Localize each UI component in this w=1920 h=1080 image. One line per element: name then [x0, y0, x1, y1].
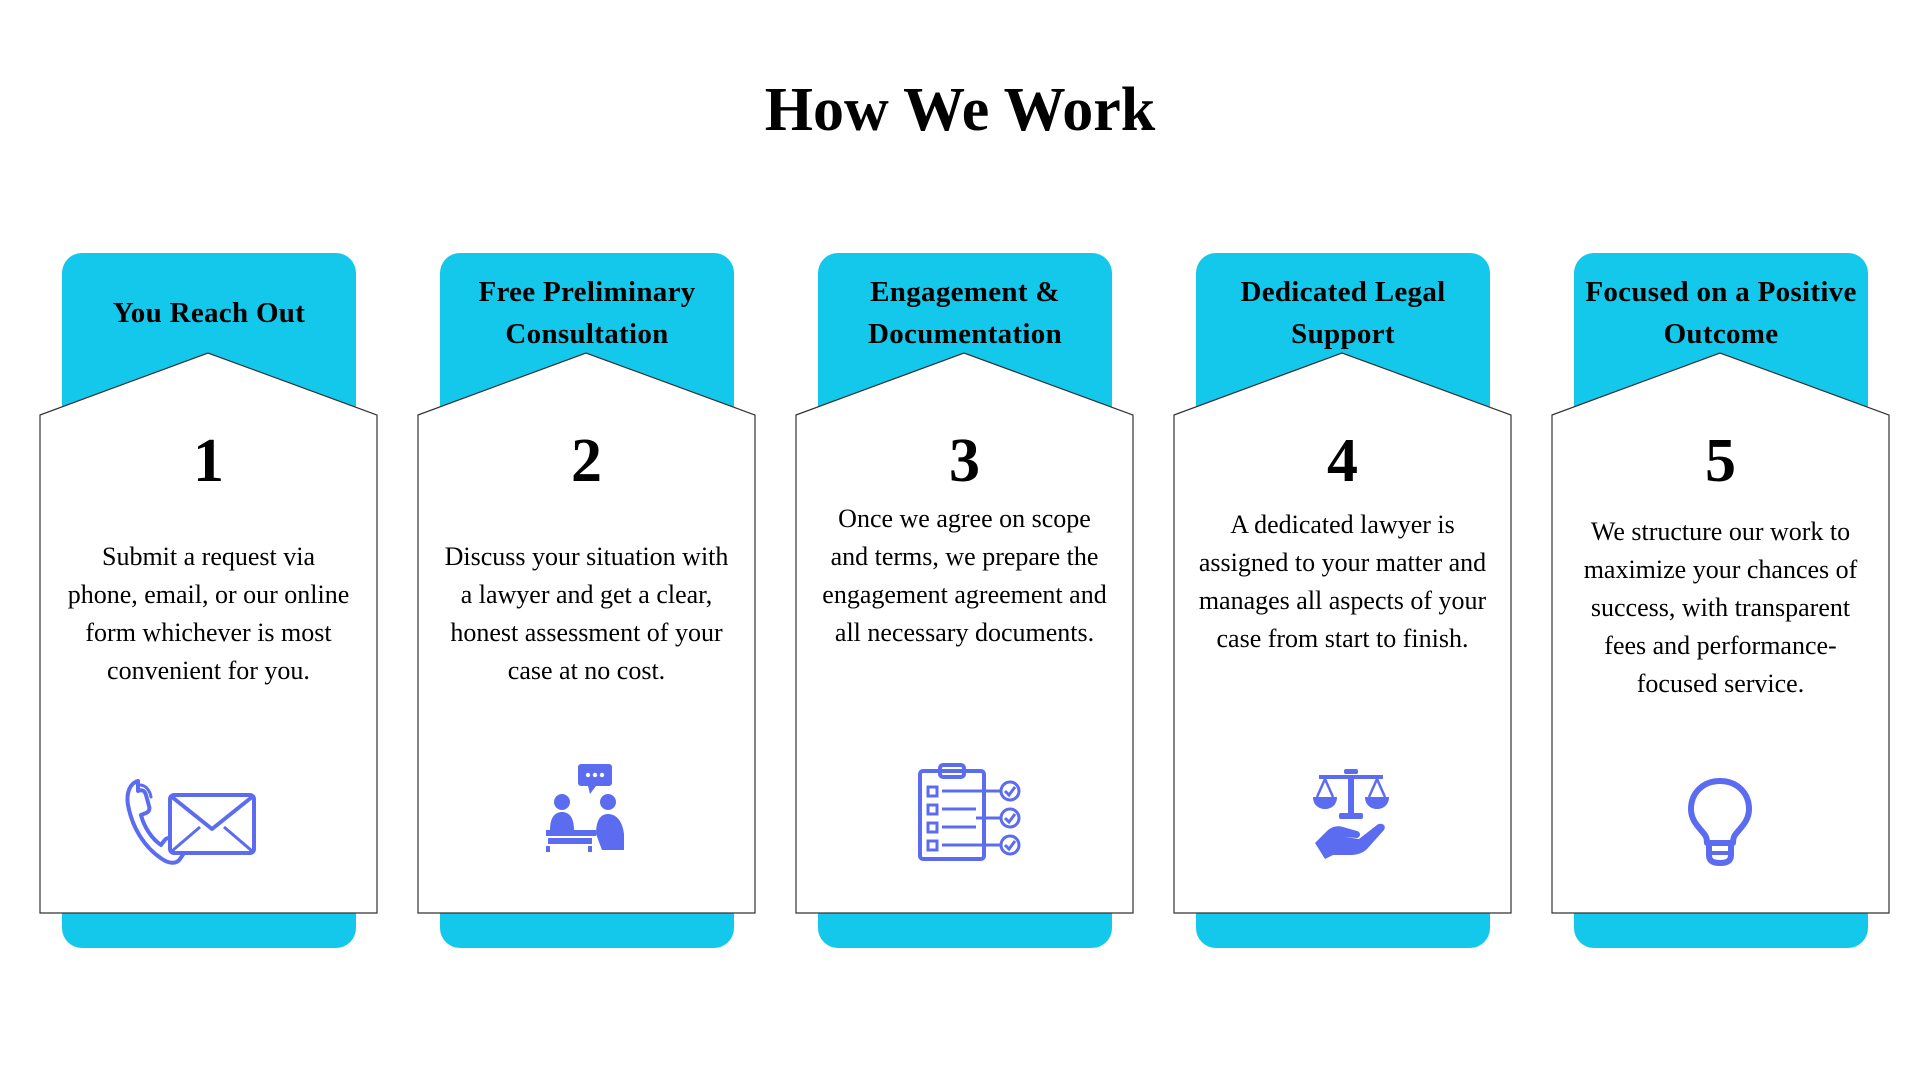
- step-heading: Engagement & Documentation: [868, 276, 1062, 350]
- step-number: 5: [1705, 427, 1736, 495]
- step-card-1: You Reach Out 1 Submit a request via pho…: [39, 253, 378, 948]
- lightbulb-icon: [1688, 778, 1752, 866]
- step-heading: Free Preliminary Consultation: [478, 276, 696, 350]
- phone-email-icon: [125, 779, 256, 865]
- step-number: 2: [571, 427, 602, 495]
- step-card-5: Focused on a Positive Outcome 5 We struc…: [1551, 253, 1890, 948]
- step-card-shape: [39, 352, 378, 914]
- step-number: 4: [1327, 427, 1358, 495]
- checklist-icon: [918, 763, 1021, 861]
- step-card-shape: [1173, 352, 1512, 914]
- step-card-3: Engagement & Documentation 3 Once we agr…: [795, 253, 1134, 948]
- step-number: 3: [949, 427, 980, 495]
- step-heading: Focused on a Positive Outcome: [1585, 276, 1857, 350]
- step-card-shape: [1551, 352, 1890, 914]
- step-description: Once we agree on scope and terms, we pre…: [822, 504, 1107, 647]
- step-card-shape: [417, 352, 756, 914]
- step-card-shape: [795, 352, 1134, 914]
- scales-hand-icon: [1313, 769, 1389, 859]
- step-heading: You Reach Out: [112, 297, 306, 329]
- page-title: How We Work: [764, 76, 1156, 144]
- step-description: A dedicated lawyer is assigned to your m…: [1198, 510, 1487, 653]
- step-number: 1: [193, 427, 224, 495]
- step-description: We structure our work to maximize your c…: [1583, 517, 1858, 698]
- step-heading: Dedicated Legal Support: [1240, 276, 1446, 350]
- step-description: Submit a request via phone, email, or ou…: [67, 542, 350, 685]
- step-card-2: Free Preliminary Consultation 2 Discuss …: [417, 253, 756, 948]
- step-card-4: Dedicated Legal Support 4 A dedicated la…: [1173, 253, 1512, 948]
- step-description: Discuss your situation with a lawyer and…: [444, 542, 729, 685]
- consultation-icon: [546, 764, 624, 852]
